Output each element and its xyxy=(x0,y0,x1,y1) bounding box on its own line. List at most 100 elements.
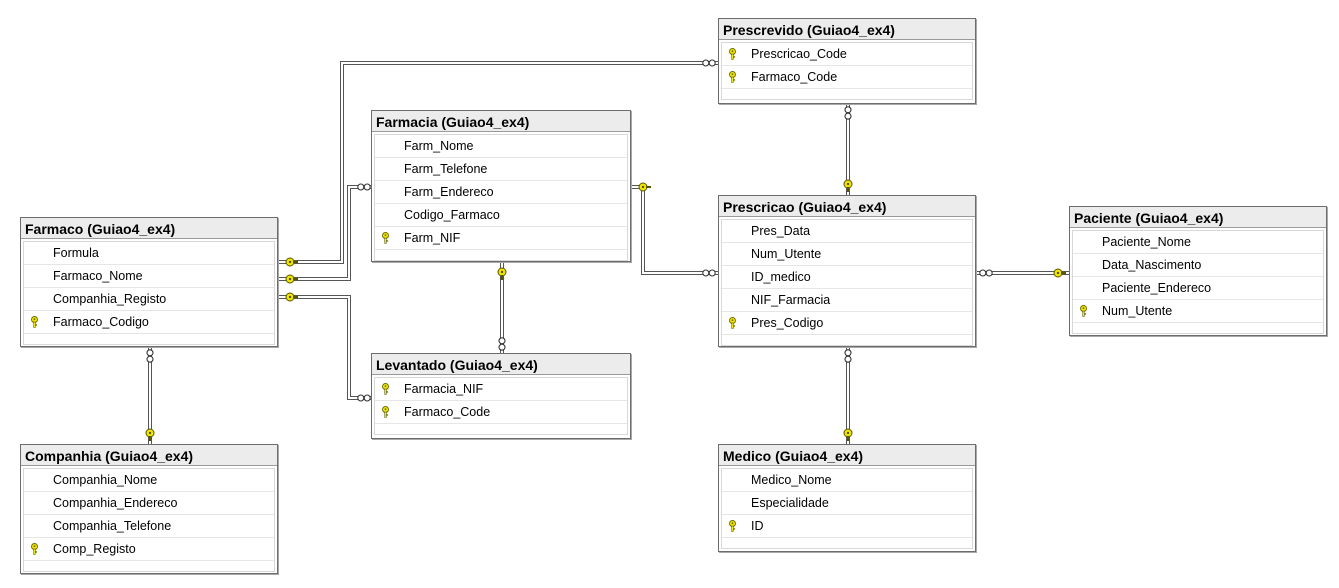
column-name: Pres_Data xyxy=(751,224,811,238)
column-row[interactable]: Pres_Codigo xyxy=(722,312,972,335)
column-row[interactable]: Companhia_Endereco xyxy=(24,492,274,515)
table-title: Paciente (Guiao4_ex4) xyxy=(1070,207,1326,228)
one-end-key-icon xyxy=(843,179,853,192)
column-row[interactable]: Paciente_Endereco xyxy=(1073,277,1323,300)
column-name: Pres_Codigo xyxy=(751,316,824,330)
column-name: ID_medico xyxy=(751,270,811,284)
table-title: Companhia (Guiao4_ex4) xyxy=(21,445,277,466)
column-name: Farmaco_Code xyxy=(404,405,491,419)
column-name: Companhia_Nome xyxy=(53,473,158,487)
column-row[interactable]: Farmaco_Nome xyxy=(24,265,274,288)
column-name: Num_Utente xyxy=(1102,304,1173,318)
empty-row xyxy=(722,89,972,99)
empty-row xyxy=(24,334,274,344)
many-end-icon xyxy=(844,349,852,363)
column-name: Prescricao_Code xyxy=(751,47,847,61)
column-row[interactable]: Companhia_Telefone xyxy=(24,515,274,538)
many-end-icon xyxy=(357,183,371,191)
primary-key-icon xyxy=(382,406,389,418)
column-row[interactable]: Farmaco_Code xyxy=(375,401,627,424)
one-end-key-icon xyxy=(843,428,853,441)
primary-key-icon xyxy=(729,520,736,532)
many-end-icon xyxy=(498,337,506,351)
primary-key-icon xyxy=(382,232,389,244)
one-end-key-icon xyxy=(145,428,155,441)
table-title: Prescricao (Guiao4_ex4) xyxy=(719,196,975,217)
primary-key-icon xyxy=(1080,305,1087,317)
column-name: Farmaco_Codigo xyxy=(53,315,149,329)
primary-key-icon xyxy=(31,543,38,555)
column-list: Farmacia_NIF Farmaco_Code xyxy=(374,377,628,435)
table-title: Farmaco (Guiao4_ex4) xyxy=(21,218,277,239)
many-end-icon xyxy=(979,269,993,277)
column-row[interactable]: ID_medico xyxy=(722,266,972,289)
column-name: Farm_NIF xyxy=(404,231,461,245)
column-row[interactable]: Farm_Telefone xyxy=(375,158,627,181)
column-name: Farm_Endereco xyxy=(404,185,494,199)
empty-row xyxy=(722,538,972,548)
column-name: Medico_Nome xyxy=(751,473,832,487)
relationship-prescricao-farmacia xyxy=(631,185,718,275)
column-row[interactable]: Companhia_Registo xyxy=(24,288,274,311)
one-end-key-icon xyxy=(285,292,298,302)
table-prescrevido[interactable]: Prescrevido (Guiao4_ex4) Prescricao_Code… xyxy=(718,18,976,104)
empty-row xyxy=(722,335,972,345)
column-name: Especialidade xyxy=(751,496,829,510)
column-row[interactable]: Farmacia_NIF xyxy=(375,378,627,401)
column-row[interactable]: Especialidade xyxy=(722,492,972,515)
one-end-key-icon xyxy=(285,257,298,267)
column-row[interactable]: Medico_Nome xyxy=(722,469,972,492)
column-row[interactable]: NIF_Farmacia xyxy=(722,289,972,312)
column-name: ID xyxy=(751,519,764,533)
column-name: Farmaco_Code xyxy=(751,70,838,84)
column-row[interactable]: Comp_Registo xyxy=(24,538,274,561)
relationship-prescrevido-farmaco xyxy=(279,61,718,264)
column-name: Data_Nascimento xyxy=(1102,258,1202,272)
empty-row xyxy=(1073,323,1323,333)
column-name: Paciente_Endereco xyxy=(1102,281,1212,295)
column-row[interactable]: Formula xyxy=(24,242,274,265)
column-row[interactable]: ID xyxy=(722,515,972,538)
column-name: Companhia_Telefone xyxy=(53,519,172,533)
column-row[interactable]: Num_Utente xyxy=(1073,300,1323,323)
column-row[interactable]: Codigo_Farmaco xyxy=(375,204,627,227)
empty-row xyxy=(375,424,627,434)
primary-key-icon xyxy=(729,48,736,60)
column-row[interactable]: Data_Nascimento xyxy=(1073,254,1323,277)
relationship-levantado-farmaco xyxy=(279,295,371,400)
one-end-key-icon xyxy=(638,182,651,192)
column-name: Farmacia_NIF xyxy=(404,382,484,396)
column-row[interactable]: Paciente_Nome xyxy=(1073,231,1323,254)
column-name: Farmaco_Nome xyxy=(53,269,143,283)
column-row[interactable]: Prescricao_Code xyxy=(722,43,972,66)
column-row[interactable]: Farm_Endereco xyxy=(375,181,627,204)
column-row[interactable]: Farm_Nome xyxy=(375,135,627,158)
primary-key-icon xyxy=(382,383,389,395)
column-row[interactable]: Pres_Data xyxy=(722,220,972,243)
column-name: Num_Utente xyxy=(751,247,822,261)
many-end-icon xyxy=(357,394,371,402)
column-row[interactable]: Farmaco_Code xyxy=(722,66,972,89)
column-row[interactable]: Num_Utente xyxy=(722,243,972,266)
column-name: Companhia_Endereco xyxy=(53,496,178,510)
empty-row xyxy=(24,561,274,571)
many-end-icon xyxy=(844,106,852,120)
column-row[interactable]: Farm_NIF xyxy=(375,227,627,250)
primary-key-icon xyxy=(729,71,736,83)
column-name: Comp_Registo xyxy=(53,542,136,556)
column-row[interactable]: Farmaco_Codigo xyxy=(24,311,274,334)
one-end-key-icon xyxy=(497,267,507,280)
column-row[interactable]: Companhia_Nome xyxy=(24,469,274,492)
